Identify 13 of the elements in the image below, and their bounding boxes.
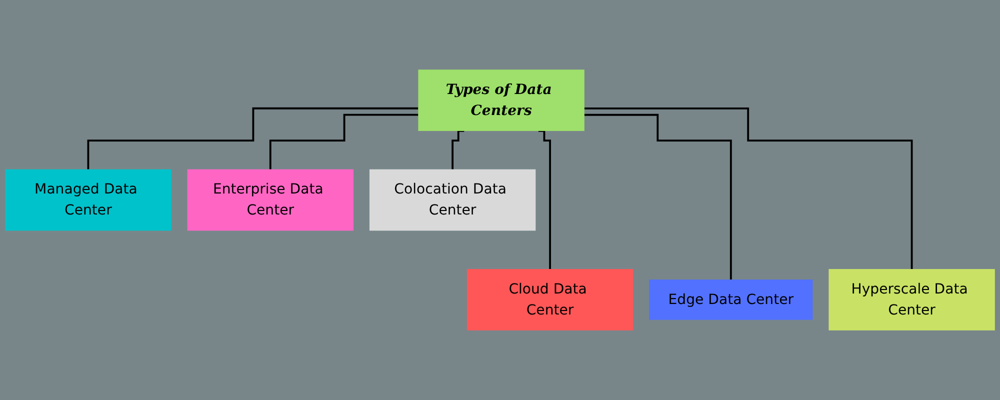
- node-box: Types of Data Centers: [418, 70, 584, 131]
- connector: [584, 107, 913, 270]
- connector: [269, 114, 418, 170]
- connector: [452, 130, 464, 170]
- connector: [538, 130, 551, 270]
- node-box: Managed Data Center: [5, 169, 172, 231]
- connector: [87, 107, 418, 170]
- node-box: Hyperscale Data Center: [828, 269, 995, 330]
- node-box: Cloud Data Center: [466, 269, 634, 330]
- node-box: Enterprise Data Center: [187, 169, 354, 231]
- node-box: Colocation Data Center: [369, 169, 536, 231]
- node-box: Edge Data Center: [649, 280, 813, 320]
- connector: [584, 114, 732, 281]
